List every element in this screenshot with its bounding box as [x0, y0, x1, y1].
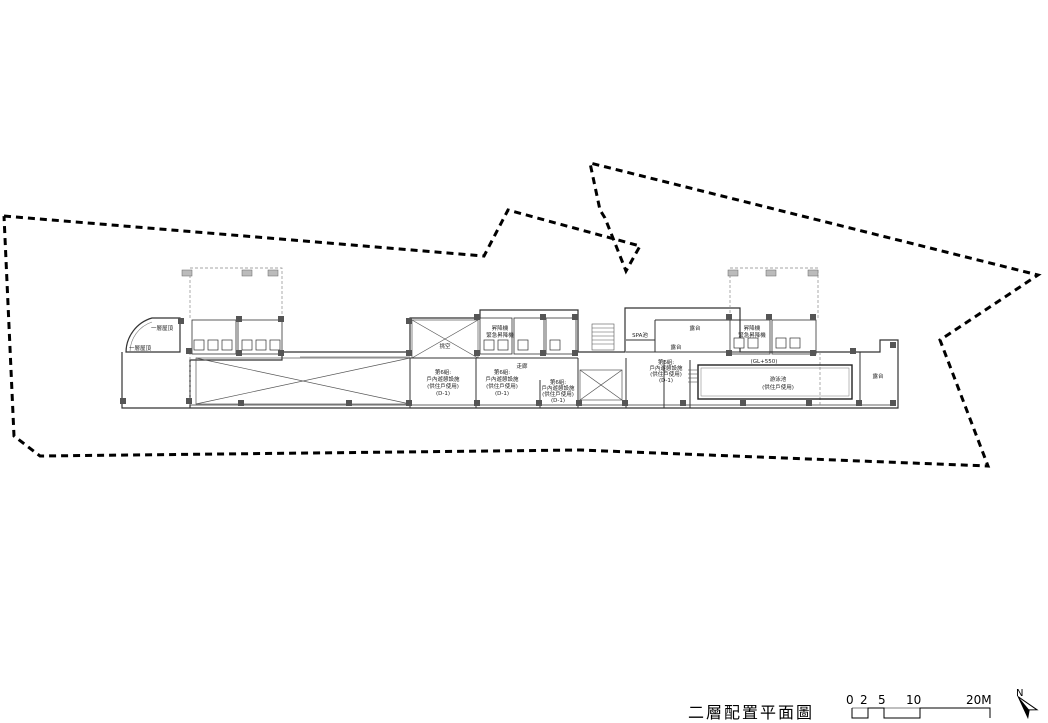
- structural-columns: [120, 314, 896, 406]
- scale-label-20m: 20M: [966, 693, 992, 707]
- label-lift-b2: 緊急昇降機: [738, 331, 766, 339]
- voids: [195, 319, 623, 405]
- label-d3-line4: (D-1): [551, 398, 565, 404]
- north-arrow-icon: [1017, 695, 1039, 720]
- label-spa: SPA池: [632, 331, 648, 339]
- label-d4-line2: 戶內遊憩設施: [649, 364, 683, 372]
- drawing-title: 二層配置平面圖: [688, 703, 815, 722]
- label-d4-line3: (供住戶使用): [650, 370, 682, 378]
- room-labels: 一層屋頂 一層屋頂 挑空 昇降機 緊急昇降機 露台 SPA池 露台 昇降機 緊急…: [129, 324, 884, 404]
- label-d2-line1: 第6組:: [494, 368, 510, 376]
- label-roof-left2: 一層屋頂: [129, 345, 152, 352]
- label-d4-line1: 第6組:: [658, 358, 674, 366]
- label-d1-line4: (D-1): [436, 391, 450, 397]
- label-roof-left: 一層屋頂: [151, 325, 174, 332]
- label-elev-level: (GL+550): [751, 359, 778, 365]
- partitions: [409, 319, 861, 408]
- label-lift-b1: 昇降機: [744, 324, 761, 332]
- scale-label-5: 5: [878, 693, 886, 707]
- label-corridor: 走廊: [516, 362, 528, 370]
- upper-roof-outlines: [189, 267, 821, 405]
- site-boundary: [2, 160, 1042, 468]
- label-lift-a1: 昇降機: [492, 324, 509, 332]
- north-label: N: [1016, 688, 1024, 699]
- label-terrace-right: 露台: [872, 372, 884, 380]
- label-pool: 游泳池: [770, 375, 787, 383]
- stair: [591, 323, 615, 351]
- label-d1-line3: (供住戶使用): [427, 382, 459, 390]
- scale-label-0: 0: [846, 693, 854, 707]
- building-outline: [121, 307, 899, 409]
- scale-bar: [851, 707, 991, 719]
- label-lift-a2: 緊急昇降機: [486, 331, 514, 339]
- label-d3-line2: 戶內遊憩設施: [541, 384, 575, 392]
- label-d4-line4: (D-1): [659, 378, 673, 384]
- label-d3-line3: (供住戶使用): [542, 390, 574, 398]
- label-d1-line1: 第6組:: [435, 368, 451, 376]
- label-d3-line1: 第6組:: [550, 378, 566, 386]
- elevator-cores: [191, 317, 817, 355]
- label-d2-line3: (供住戶使用): [486, 382, 518, 390]
- semicircular-bay: [125, 317, 181, 353]
- label-terrace-mid: 露台: [689, 324, 701, 332]
- scale-label-10: 10: [906, 693, 922, 707]
- label-d1-line2: 戶內遊憩設施: [426, 375, 460, 383]
- label-void: 挑空: [439, 342, 451, 350]
- label-terrace-mid2: 露台: [670, 343, 682, 351]
- scale-label-2: 2: [860, 693, 868, 707]
- label-pool-sub: (供住戶使用): [762, 383, 794, 391]
- label-d2-line2: 戶內遊憩設施: [485, 375, 519, 383]
- label-d2-line4: (D-1): [495, 391, 509, 397]
